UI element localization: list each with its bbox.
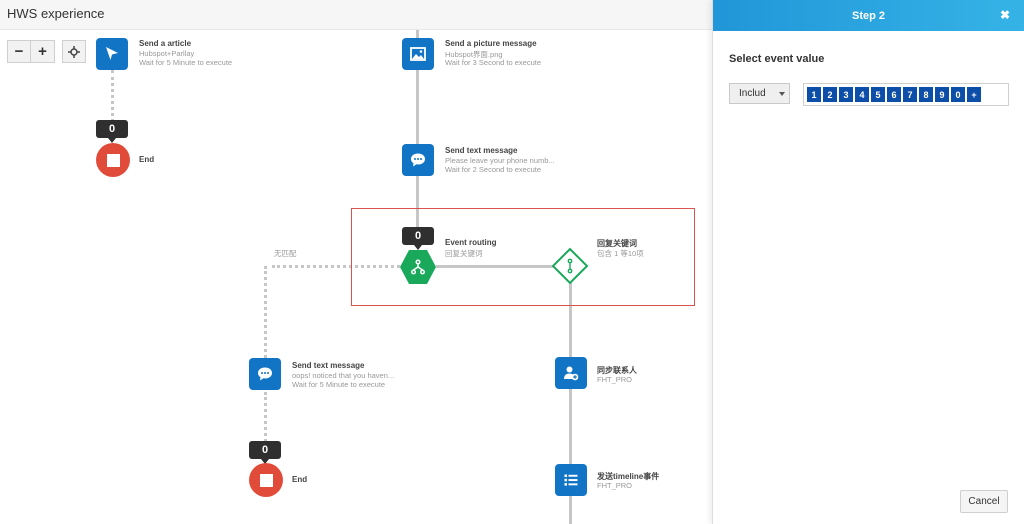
node-event-routing-subtitle: 回复关键词 — [445, 249, 483, 258]
node-end2-title: End — [292, 475, 308, 484]
keypad-key[interactable]: 8 — [919, 87, 933, 102]
node-send-text-1-title: Send text message — [445, 146, 518, 155]
cancel-button[interactable]: Cancel — [960, 490, 1008, 513]
node-send-article-title: Send a article — [139, 39, 192, 48]
node-send-text-2-title: Send text message — [292, 361, 365, 370]
keypad-key[interactable]: + — [967, 87, 981, 102]
node-timeline-event-subtitle: FHT_PRO — [597, 481, 633, 490]
no-match-label: 无匹配 — [274, 249, 297, 258]
select-event-value-label: Select event value — [729, 53, 825, 65]
connector-no-match-vertical — [264, 266, 267, 358]
node-branch-subtitle: 包含 1 等10项 — [597, 249, 644, 258]
node-timeline-event-title: 发送timeline事件 — [597, 472, 660, 481]
top-bar: HWS experience — [0, 0, 712, 30]
zoom-out-button[interactable]: − — [7, 40, 31, 63]
node-send-text-1-wait: Wait for 2 Second to execute — [445, 165, 542, 174]
stop-icon — [259, 473, 273, 487]
keypad-key[interactable]: 1 — [807, 87, 821, 102]
connector-no-match-horizontal — [272, 265, 400, 268]
node-send-text-1[interactable] — [402, 144, 434, 176]
connector-branch-trunk — [569, 282, 572, 524]
node-end2[interactable] — [249, 463, 283, 497]
connector-text2-end — [264, 392, 267, 442]
app-title: HWS experience — [7, 6, 105, 21]
crosshair-icon — [68, 45, 80, 58]
branch-fork-icon — [410, 259, 426, 275]
node-send-text-2-subtitle: oops! noticed that you haven... — [292, 371, 395, 380]
keypad-key[interactable]: 4 — [855, 87, 869, 102]
node-sync-contact-subtitle: FHT_PRO — [597, 375, 633, 384]
keypad-key[interactable]: 0 — [951, 87, 965, 102]
keypad-key[interactable]: 6 — [887, 87, 901, 102]
node-end1-count-badge: 0 — [96, 120, 128, 143]
node-send-picture-wait: Wait for 3 Second to execute — [445, 58, 542, 67]
keypad-key[interactable]: 9 — [935, 87, 949, 102]
node-send-article[interactable] — [96, 38, 128, 70]
node-branch-title: 回复关键词 — [597, 239, 637, 248]
node-sync-contact-title: 同步联系人 — [597, 366, 637, 375]
node-timeline-event[interactable] — [555, 464, 587, 496]
zoom-controls: − + — [7, 40, 55, 63]
node-send-text-2[interactable] — [249, 358, 281, 390]
chat-bubble-icon — [258, 367, 272, 381]
include-operator-value: Includ — [739, 88, 766, 99]
node-end1-title: End — [139, 155, 155, 164]
node-event-routing-title: Event routing — [445, 238, 497, 247]
keypad-key[interactable]: 2 — [823, 87, 837, 102]
keypad-key[interactable]: 5 — [871, 87, 885, 102]
list-icon — [564, 474, 578, 486]
connector-article-end — [111, 70, 114, 122]
connector-main-trunk — [416, 30, 419, 230]
node-end2-count-badge: 0 — [249, 441, 281, 464]
chat-bubble-icon — [411, 153, 425, 167]
node-sync-contact[interactable] — [555, 357, 587, 389]
node-send-text-1-subtitle: Please leave your phone numb... — [445, 156, 555, 165]
node-send-picture-title: Send a picture message — [445, 39, 537, 48]
close-icon[interactable]: ✖ — [999, 8, 1010, 22]
node-send-article-wait: Wait for 5 Minute to execute — [139, 58, 233, 67]
cursor-arrow-icon — [106, 47, 118, 60]
node-send-text-2-wait: Wait for 5 Minute to execute — [292, 380, 386, 389]
connector-routing-branch — [436, 265, 556, 268]
node-send-picture-subtitle: Hubspot界面.png — [445, 50, 503, 59]
fit-view-button[interactable] — [62, 40, 86, 63]
image-icon — [410, 47, 426, 61]
selection-highlight — [351, 208, 695, 306]
node-send-picture[interactable] — [402, 38, 434, 70]
chevron-down-icon — [779, 92, 785, 96]
node-routing-count-badge: 0 — [402, 227, 434, 250]
node-send-article-subtitle: Hubspot+Parllay — [139, 49, 195, 58]
keypad-key[interactable]: 3 — [839, 87, 853, 102]
node-end1[interactable] — [96, 143, 130, 177]
branch-line-icon — [567, 258, 573, 274]
panel-title: Step 2 — [851, 9, 885, 22]
zoom-in-button[interactable]: + — [31, 40, 55, 63]
include-operator-select[interactable]: Includ — [729, 83, 790, 104]
panel-header: Step 2 ✖ — [713, 0, 1024, 31]
add-user-icon — [564, 366, 579, 381]
keypad-key[interactable]: 7 — [903, 87, 917, 102]
stop-icon — [106, 153, 120, 167]
